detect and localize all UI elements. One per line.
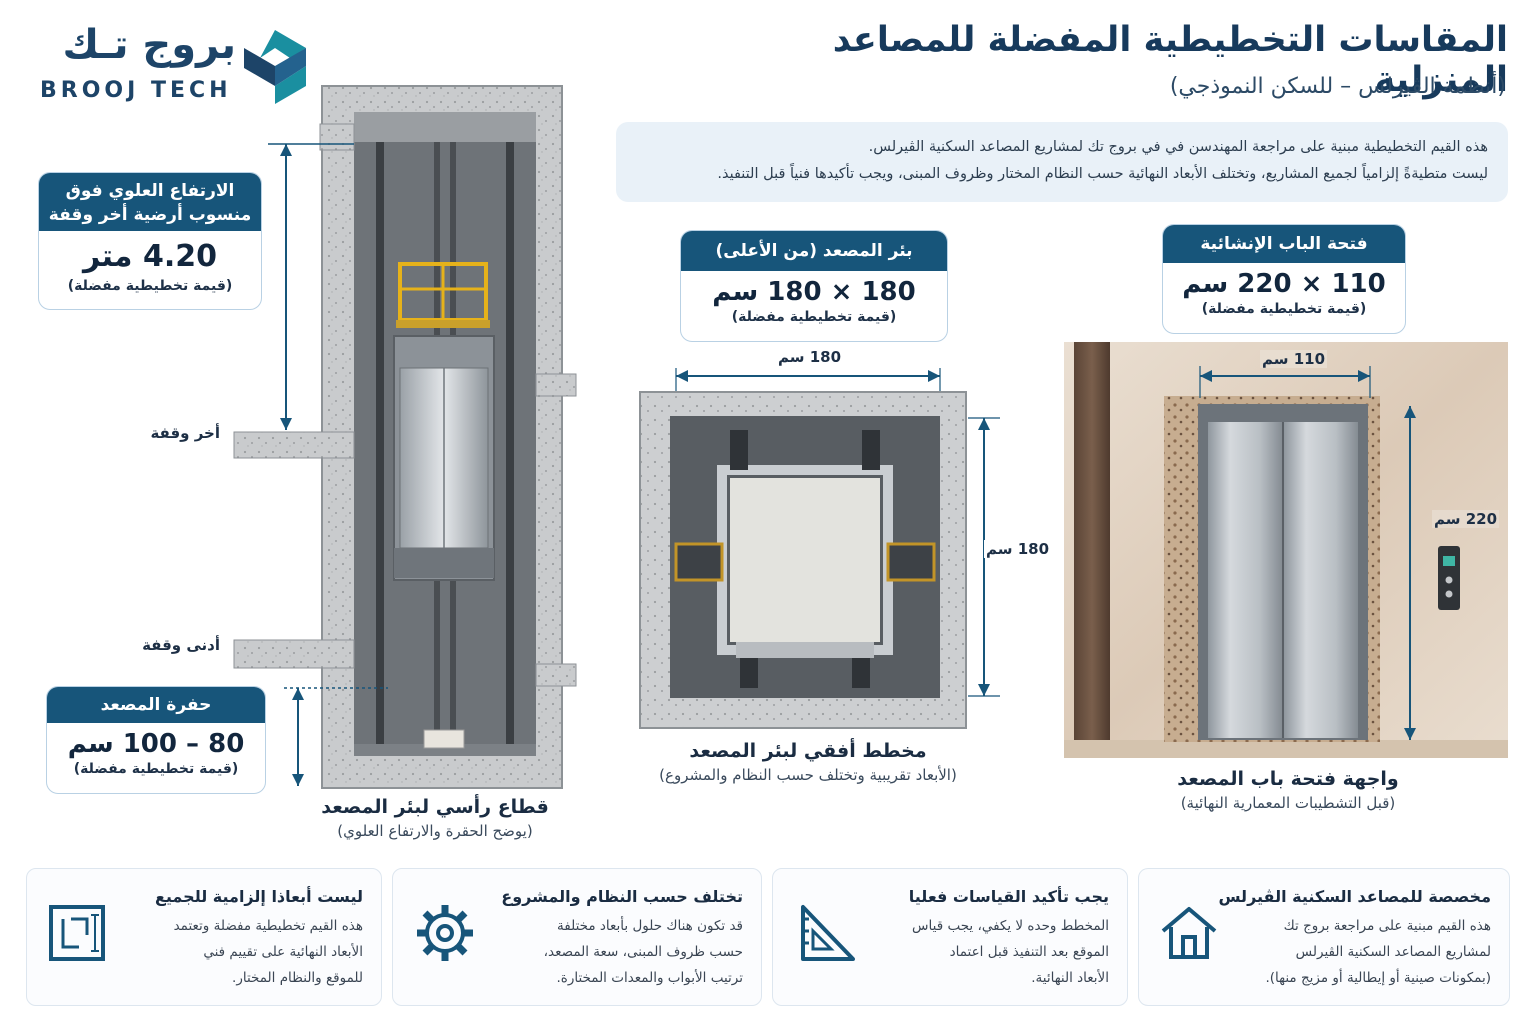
page-subtitle: (أنظمة الڤيرلس – للسكن النموذجي)	[1169, 74, 1506, 99]
bottom-stop-label: أدنى وقفة	[142, 636, 220, 654]
bottom-landing-slab	[233, 639, 355, 669]
card-3-line-2: حسب ظروف المبنى، سعة المصعد،	[543, 944, 743, 960]
door-height-label: 220 سم	[1432, 510, 1500, 528]
guide-rail-right	[506, 142, 514, 756]
vertical-caption-title: قطاع رأسي لبئر المصعد	[321, 796, 549, 818]
door-opening-title: فتحة الباب الإنشائية	[1163, 225, 1405, 263]
brand-logo-icon	[244, 30, 306, 104]
card-2-line-1: المخطط وحده لا يكفي، يجب قياس	[912, 918, 1109, 934]
blueprint-icon	[49, 905, 105, 961]
card-4-line-1: هذه القيم تخطيطية مفضلة وتعتمد	[173, 918, 363, 934]
card-1-title: مخصصة للمصاعد السكنية الڤيرلس	[1218, 887, 1491, 906]
plan-caption-title: مخطط أفقي لبئر المصعد	[689, 740, 927, 762]
vertical-section-drawing	[233, 85, 577, 789]
brand-name-english: BROOJ TECH	[40, 78, 232, 103]
pit-depth-tag: حفرة المصعد 80 – 100 سم (قيمة تخطيطية مف…	[46, 686, 266, 794]
door-elevation-caption: واجهة فتحة باب المصعد (قبل التشطيبات الم…	[1140, 768, 1436, 812]
overhead-title-line-1: الارتفاع العلوي فوق	[65, 181, 235, 201]
card-not-mandatory: ليست أبعاذا إلزامية للجميع هذه القيم تخط…	[26, 868, 382, 1006]
card-verify-measurements: يجب تأكيد القياسات فعليا المخطط وحده لا …	[772, 868, 1128, 1006]
card-residential-gearless: مخصصة للمصاعد السكنية الڤيرلس هذه القيم …	[1138, 868, 1510, 1006]
page-title: المقاسات التخطيطية المفضلة للمصاعد المنز…	[832, 20, 1508, 100]
door-leaf-right	[1284, 422, 1358, 738]
top-landing-slab	[233, 431, 355, 459]
card-3-line-3: ترتيب الأبواب والمعدات المختارة.	[556, 970, 743, 986]
guide-rail-left	[376, 142, 384, 756]
shaft-size-value: 180 × 180 سم	[712, 277, 916, 307]
shaft-size-tag: بئر المصعد (من الأعلى) 180 × 180 سم (قيم…	[680, 230, 948, 342]
card-4-body: هذه القيم تخطيطية مفضلة وتعتمد الأبعاد ا…	[113, 913, 363, 991]
card-1-line-2: لمشاريع المصاعد السكنية الڤيرلس	[1295, 944, 1491, 960]
card-2-title: يجب تأكيد القياسات فعليا	[908, 887, 1109, 906]
top-stop-label: أخر وقفة	[150, 424, 220, 442]
intro-line-1: هذه القيم التخطيطية مبنية على مراجعة الم…	[868, 139, 1488, 155]
overhead-title-line-2: منسوب أرضية أخر وقفة	[48, 205, 252, 225]
vertical-section-caption: قطاع رأسي لبئر المصعد (يوضح الحقرة والار…	[290, 796, 580, 840]
pit-title: حفرة المصعد	[47, 687, 265, 723]
card-4-line-2: الأبعاد النهائية على تقييم فني	[203, 944, 363, 960]
overhead-note: (قيمة تخطيطية مفضلة)	[67, 278, 233, 294]
card-2-body: المخطط وحده لا يكفي، يجب قياس الموقع بعد…	[859, 913, 1109, 991]
card-3-line-1: قد تكون هناك حلول بأبعاد مختلفة	[557, 918, 743, 934]
card-4-line-3: للموقع والنظام المختار.	[232, 970, 363, 986]
card-varies-by-system: تختلف حسب النظام والمشروع قد تكون هناك ح…	[392, 868, 762, 1006]
door-caption-subtitle: (قبل التشطيبات المعمارية النهائية)	[1180, 794, 1396, 812]
plan-view-drawing	[639, 368, 1000, 729]
plan-rail-bracket-left	[674, 542, 724, 582]
plan-car-floor	[730, 478, 880, 642]
plan-caption-subtitle: (الأبعاد تقريبية وتختلف حسب النظام والمش…	[659, 766, 957, 784]
card-1-body: هذه القيم مبنية على مراجعة بروج تك لمشار…	[1241, 913, 1491, 991]
brand-name-arabic: بروج تـك	[62, 22, 236, 68]
house-icon	[1161, 907, 1217, 959]
door-leaf-left	[1208, 422, 1282, 738]
door-width-label: 110 سم	[1260, 350, 1328, 368]
shaft-size-title: بئر المصعد (من الأعلى)	[681, 231, 947, 271]
door-caption-title: واجهة فتحة باب المصعد	[1177, 768, 1399, 790]
gear-icon	[417, 905, 473, 961]
pit-value: 80 – 100 سم	[67, 729, 245, 759]
plan-rail-bracket-right	[886, 542, 936, 582]
intro-note: هذه القيم التخطيطية مبنية على مراجعة الم…	[616, 122, 1508, 202]
card-4-title: ليست أبعاذا إلزامية للجميع	[154, 887, 363, 906]
card-1-line-3: (بمكونات صينية أو إيطالية أو مزيج منها).	[1265, 970, 1491, 986]
door-elevation-drawing	[1064, 342, 1508, 758]
pit-note: (قيمة تخطيطية مفضلة)	[73, 761, 239, 777]
card-3-body: قد تكون هناك حلول بأبعاد مختلفة حسب ظروف…	[493, 913, 743, 991]
card-3-title: تختلف حسب النظام والمشروع	[501, 887, 743, 906]
plan-width-label: 180 سم	[778, 348, 842, 366]
card-2-line-2: الموقع بعد التنفيذ قبل اعتماد	[949, 944, 1109, 960]
overhead-height-tag: الارتفاع العلوي فوق منسوب أرضية أخر وقفة…	[38, 172, 262, 310]
plan-depth-label: 180 سم	[984, 540, 1052, 558]
vertical-caption-subtitle: (يوضح الحقرة والارتفاع العلوي)	[337, 822, 533, 840]
door-opening-value: 110 × 220 سم	[1182, 269, 1386, 299]
door-opening-tag: فتحة الباب الإنشائية 110 × 220 سم (قيمة …	[1162, 224, 1406, 334]
door-opening-note: (قيمة تخطيطية مفضلة)	[1201, 301, 1367, 317]
plan-view-caption: مخطط أفقي لبئر المصعد (الأبعاد تقريبية و…	[640, 740, 976, 784]
card-2-line-3: الأبعاد النهائية.	[1031, 970, 1109, 986]
door-wall-dark-band	[1074, 342, 1110, 742]
overhead-value: 4.20 متر	[83, 239, 217, 274]
shaft-size-note: (قيمة تخطيطية مفضلة)	[731, 309, 897, 325]
intro-line-2: ليست متطيةةً إلزامياً لجميع المشاريع، وت…	[717, 166, 1488, 182]
set-square-icon	[801, 905, 855, 961]
card-1-line-1: هذه القيم مبنية على مراجعة بروج تك	[1283, 918, 1491, 934]
